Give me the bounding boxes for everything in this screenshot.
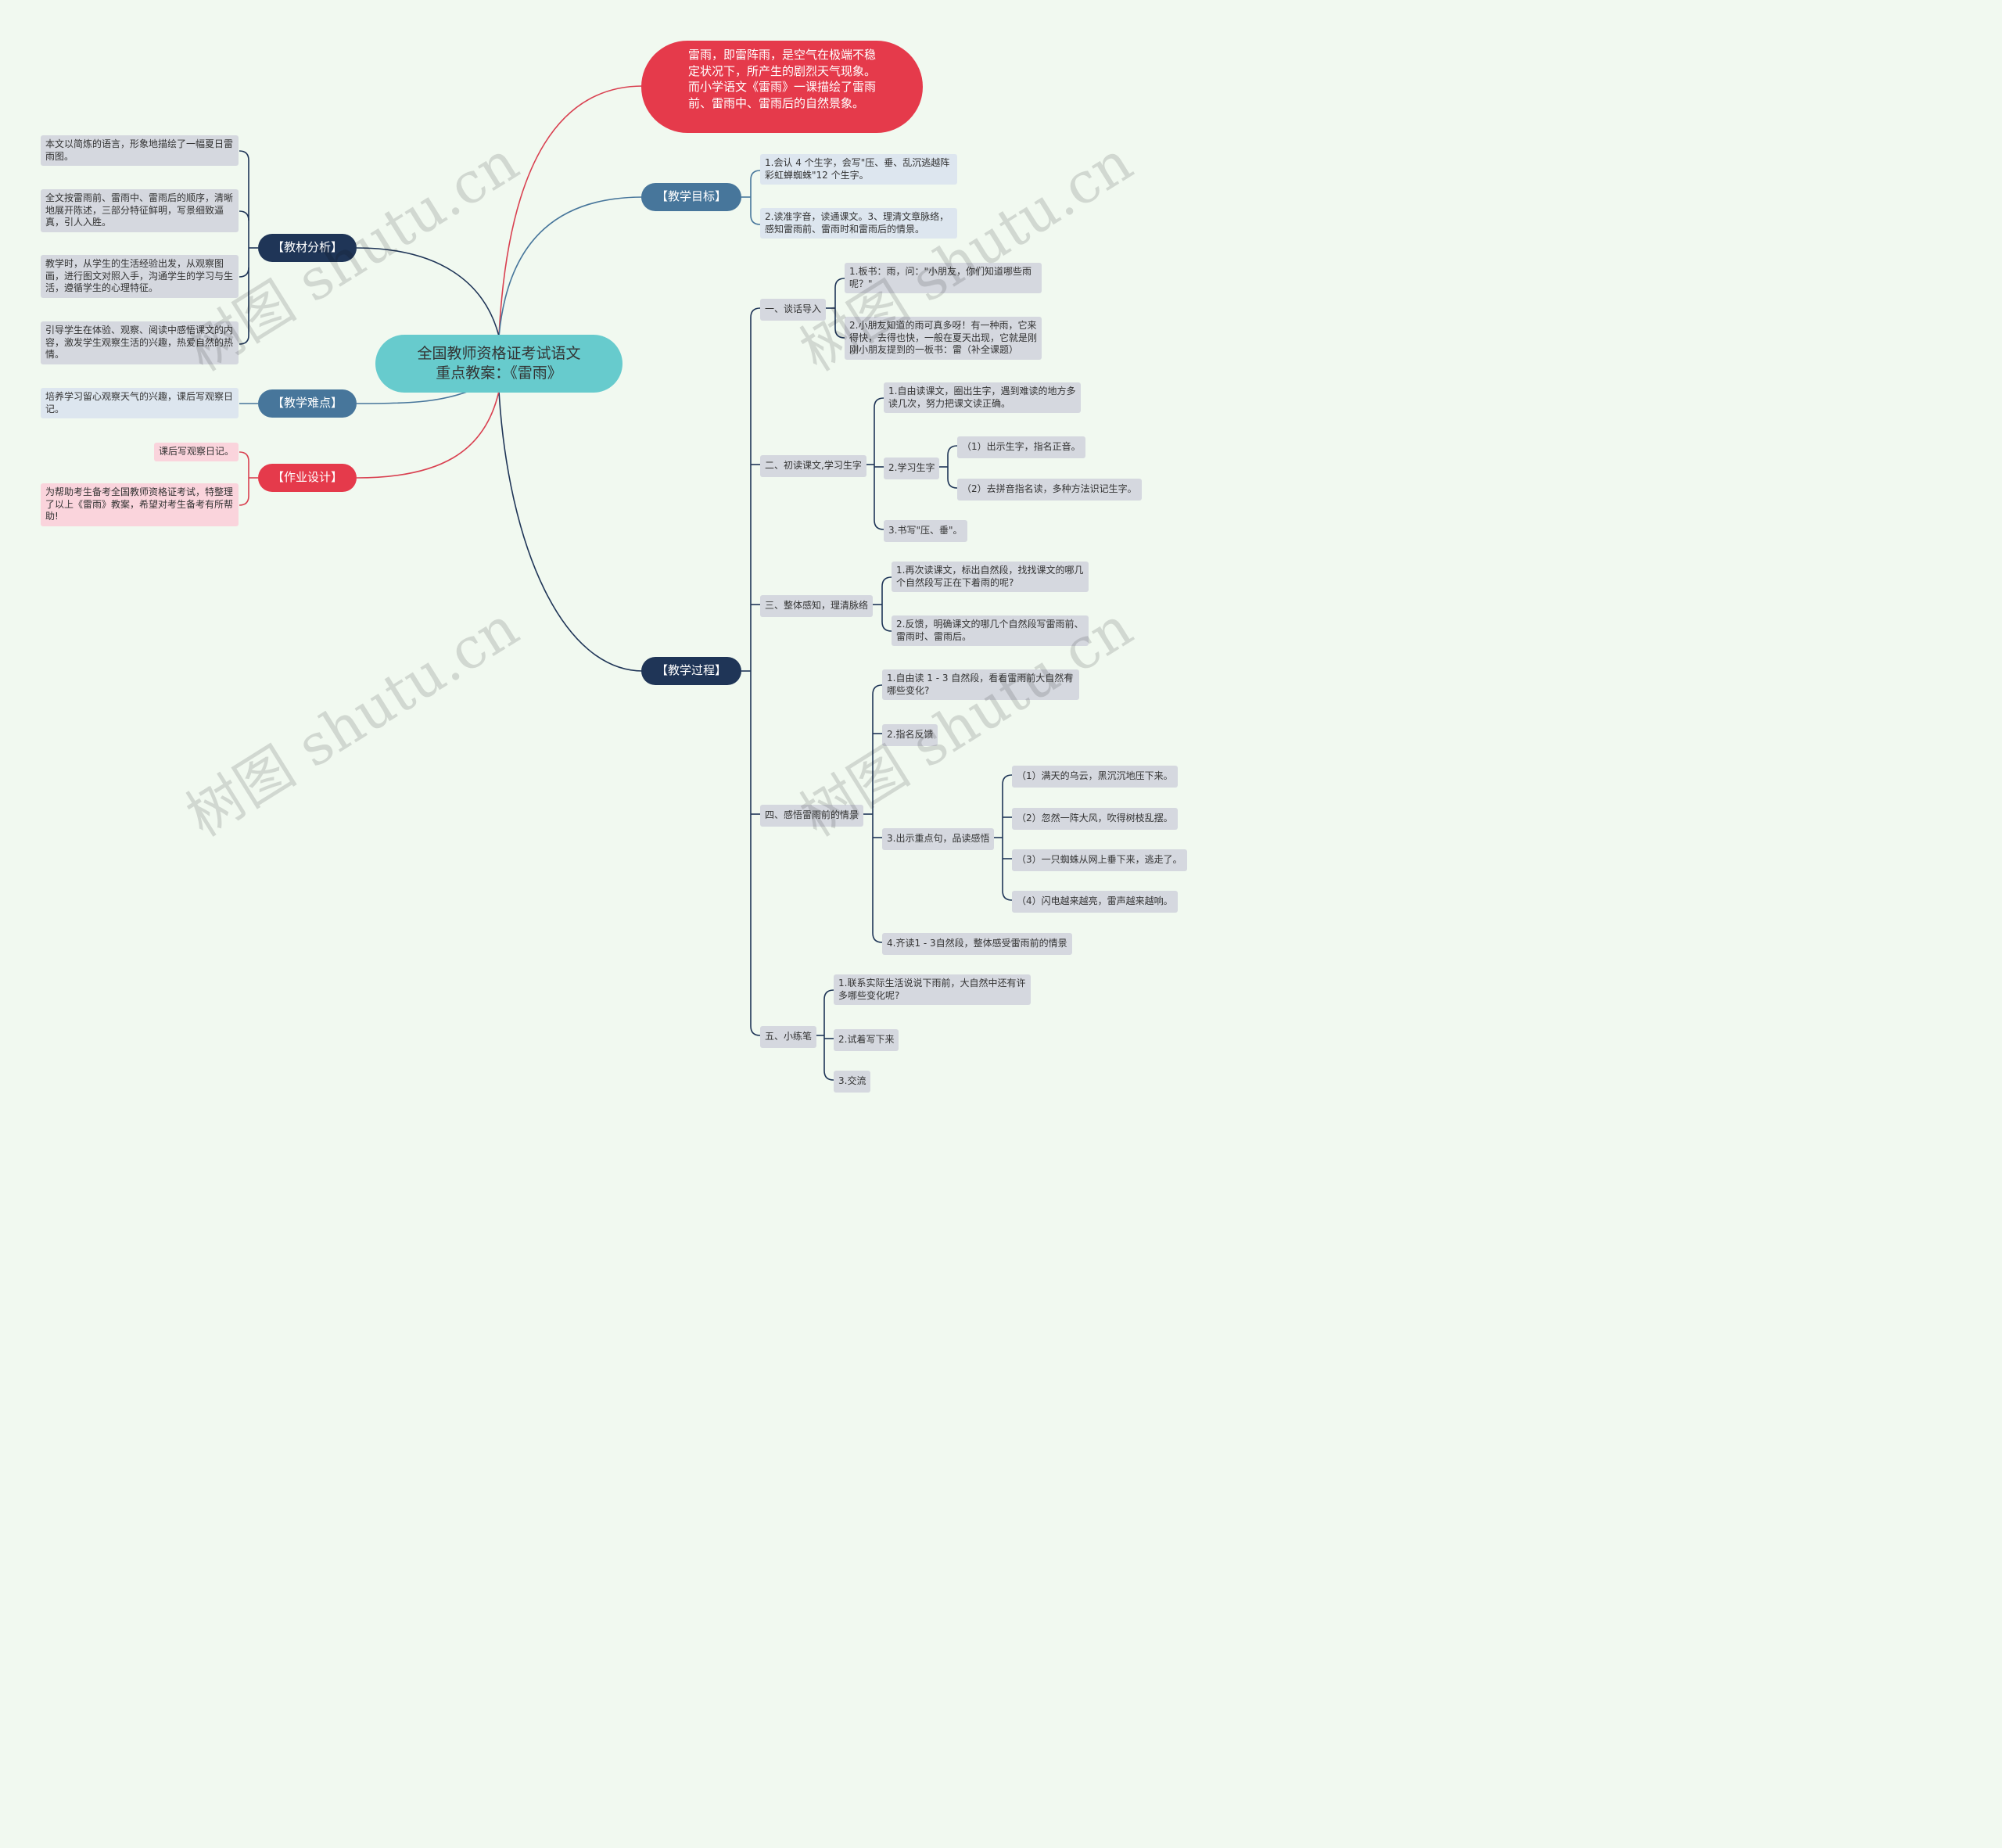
root-title-line1: 全国教师资格证考试语文 [417,345,581,362]
s4-item-3-sub-3[interactable]: （3）一只蜘蛛从网上垂下来，逃走了。 [1012,849,1187,871]
jiaocai-item-1[interactable]: 本文以简炼的语言，形象地描绘了一幅夏日雷雨图。 [41,135,239,166]
s2-item-2-label: 2.学习生字 [888,462,935,473]
branch-zuoye-label: 【作业设计】 [271,470,343,484]
section-3[interactable]: 三、整体感知，理清脉络 [760,595,874,617]
s2-item-1[interactable]: 1.自由读课文，圈出生字，遇到难读的地方多读几次，努力把课文读正确。 [884,382,1081,413]
intro-text: 雷雨，即雷阵雨，是空气在极端不稳定状况下，所产生的剧烈天气现象。而小学语文《雷雨… [688,48,877,110]
s4-item-4-text: 4.齐读1 - 3自然段，整体感受雷雨前的情景 [887,938,1067,949]
zuoye-item-1[interactable]: 课后写观察日记。 [154,443,239,461]
s4-item-3[interactable]: 3.出示重点句，品读感悟 [882,828,995,850]
nandian-item-1-text: 培养学习留心观察天气的兴趣，课后写观察日记。 [45,391,234,414]
s5-item-3[interactable]: 3.交流 [834,1071,871,1093]
s4-item-2[interactable]: 2.指名反馈 [882,724,938,746]
mubiao-item-2-text: 2.读准字音，读通课文。3、理清文章脉络，感知雷雨前、雷雨时和雷雨后的情景。 [765,211,949,235]
jiaocai-item-4-text: 引导学生在体验、观察、阅读中感悟课文的内容，激发学生观察生活的兴趣，热爱自然的热… [45,325,234,360]
mindmap-canvas: 全国教师资格证考试语文 重点教案：《雷雨》 雷雨，即雷阵雨，是空气在极端不稳定状… [0,0,1226,1132]
zuoye-item-2-text: 为帮助考生备考全国教师资格证考试，特整理了以上《雷雨》教案，希望对考生备考有所帮… [45,486,234,522]
s4-item-3-sub-3-text: （3）一只蜘蛛从网上垂下来，逃走了。 [1017,854,1182,865]
s3-item-2[interactable]: 2.反馈，明确课文的哪几个自然段写雷雨前、雷雨时、雷雨后。 [892,615,1089,646]
s4-item-3-sub-4-text: （4）闪电越来越亮，雷声越来越响。 [1017,895,1173,906]
jiaocai-item-3-text: 教学时，从学生的生活经验出发，从观察图画，进行图文对照入手，沟通学生的学习与生活… [45,258,234,293]
s4-item-3-label: 3.出示重点句，品读感悟 [887,833,990,844]
root-title-line2: 重点教案：《雷雨》 [436,364,562,382]
connector-lines [239,85,1013,1081]
s2-item-2-sub-2-text: （2）去拼音指名读，多种方法识记生字。 [962,483,1137,494]
jiaocai-item-4[interactable]: 引导学生在体验、观察、阅读中感悟课文的内容，激发学生观察生活的兴趣，热爱自然的热… [41,321,239,364]
s5-item-1[interactable]: 1.联系实际生活说说下雨前，大自然中还有许多哪些变化呢? [834,974,1031,1005]
s1-item-1-text: 1.板书：雨，问："小朋友，你们知道哪些雨呢？" [849,266,1031,289]
mubiao-item-1[interactable]: 1.会认 4 个生字，会写"压、垂、乱沉逃越阵彩虹蝉蜘蛛"12 个生字。 [760,154,957,185]
s4-item-3-sub-2[interactable]: （2）忽然一阵大风，吹得树枝乱摆。 [1012,808,1178,830]
s3-item-1[interactable]: 1.再次读课文，标出自然段，找找课文的哪几个自然段写正在下着雨的呢? [892,562,1089,592]
s2-item-2-sub-1-text: （1）出示生字，指名正音。 [962,441,1081,452]
branch-mubiao-label: 【教学目标】 [655,189,727,203]
s3-item-1-text: 1.再次读课文，标出自然段，找找课文的哪几个自然段写正在下着雨的呢? [896,565,1084,588]
s2-item-2-sub-1[interactable]: （1）出示生字，指名正音。 [957,436,1085,458]
branch-nandian[interactable]: 【教学难点】 [258,389,357,418]
s4-item-3-sub-1[interactable]: （1）满天的乌云，黑沉沉地压下来。 [1012,766,1178,788]
s2-item-2-sub-2[interactable]: （2）去拼音指名读，多种方法识记生字。 [957,479,1142,501]
s2-item-1-text: 1.自由读课文，圈出生字，遇到难读的地方多读几次，努力把课文读正确。 [888,386,1076,409]
section-2-label: 二、初读课文,学习生字 [765,460,862,471]
s5-item-2-text: 2.试着写下来 [838,1034,895,1045]
root-topic[interactable]: 全国教师资格证考试语文 重点教案：《雷雨》 [375,335,622,393]
mubiao-item-1-text: 1.会认 4 个生字，会写"压、垂、乱沉逃越阵彩虹蝉蜘蛛"12 个生字。 [765,157,950,181]
s4-item-3-sub-2-text: （2）忽然一阵大风，吹得树枝乱摆。 [1017,813,1173,824]
s5-item-1-text: 1.联系实际生活说说下雨前，大自然中还有许多哪些变化呢? [838,978,1026,1001]
s1-item-2-text: 2.小朋友知道的雨可真多呀！有一种雨，它来得快，去得也快，一般在夏天出现，它就是… [849,320,1038,355]
s1-item-1[interactable]: 1.板书：雨，问："小朋友，你们知道哪些雨呢？" [845,263,1042,293]
zuoye-item-2[interactable]: 为帮助考生备考全国教师资格证考试，特整理了以上《雷雨》教案，希望对考生备考有所帮… [41,483,239,526]
section-5-label: 五、小练笔 [765,1031,813,1042]
s4-item-2-text: 2.指名反馈 [887,729,934,740]
section-5[interactable]: 五、小练笔 [760,1026,817,1048]
s2-item-3[interactable]: 3.书写"压、垂"。 [884,520,967,542]
section-3-label: 三、整体感知，理清脉络 [765,600,869,611]
s4-item-3-sub-1-text: （1）满天的乌云，黑沉沉地压下来。 [1017,770,1173,781]
s2-item-2[interactable]: 2.学习生字 [884,458,940,479]
section-4[interactable]: 四、感悟雷雨前的情景 [760,805,864,827]
intro-bubble[interactable]: 雷雨，即雷阵雨，是空气在极端不稳定状况下，所产生的剧烈天气现象。而小学语文《雷雨… [641,41,923,133]
section-2[interactable]: 二、初读课文,学习生字 [760,455,866,477]
s3-item-2-text: 2.反馈，明确课文的哪几个自然段写雷雨前、雷雨时、雷雨后。 [896,619,1084,642]
section-4-label: 四、感悟雷雨前的情景 [765,809,859,820]
s4-item-1[interactable]: 1.自由读 1 - 3 自然段，看看雷雨前大自然有哪些变化? [882,669,1079,700]
nandian-item-1[interactable]: 培养学习留心观察天气的兴趣，课后写观察日记。 [41,388,239,418]
section-1[interactable]: 一、谈话导入 [760,299,827,321]
section-1-label: 一、谈话导入 [765,303,822,314]
s4-item-4[interactable]: 4.齐读1 - 3自然段，整体感受雷雨前的情景 [882,933,1072,955]
s4-item-3-sub-4[interactable]: （4）闪电越来越亮，雷声越来越响。 [1012,891,1178,913]
branch-nandian-label: 【教学难点】 [271,396,343,410]
branch-guocheng-label: 【教学过程】 [655,663,727,677]
branch-jiaocai-label: 【教材分析】 [271,240,343,254]
jiaocai-item-2-text: 全文按雷雨前、雷雨中、雷雨后的顺序，清晰地展开陈述，三部分特征鲜明，写景细致逼真… [45,192,234,228]
s1-item-2[interactable]: 2.小朋友知道的雨可真多呀！有一种雨，它来得快，去得也快，一般在夏天出现，它就是… [845,317,1042,360]
s5-item-2[interactable]: 2.试着写下来 [834,1029,899,1051]
branch-jiaocai[interactable]: 【教材分析】 [258,234,357,262]
s5-item-3-text: 3.交流 [838,1075,866,1086]
branch-guocheng[interactable]: 【教学过程】 [641,657,741,685]
branch-zuoye[interactable]: 【作业设计】 [258,464,357,492]
s4-item-1-text: 1.自由读 1 - 3 自然段，看看雷雨前大自然有哪些变化? [887,673,1074,696]
mubiao-item-2[interactable]: 2.读准字音，读通课文。3、理清文章脉络，感知雷雨前、雷雨时和雷雨后的情景。 [760,208,957,239]
jiaocai-item-2[interactable]: 全文按雷雨前、雷雨中、雷雨后的顺序，清晰地展开陈述，三部分特征鲜明，写景细致逼真… [41,189,239,232]
jiaocai-item-3[interactable]: 教学时，从学生的生活经验出发，从观察图画，进行图文对照入手，沟通学生的学习与生活… [41,255,239,298]
branch-mubiao[interactable]: 【教学目标】 [641,183,741,211]
jiaocai-item-1-text: 本文以简炼的语言，形象地描绘了一幅夏日雷雨图。 [45,138,234,162]
zuoye-item-1-text: 课后写观察日记。 [159,446,235,457]
s2-item-3-text: 3.书写"压、垂"。 [888,525,963,536]
